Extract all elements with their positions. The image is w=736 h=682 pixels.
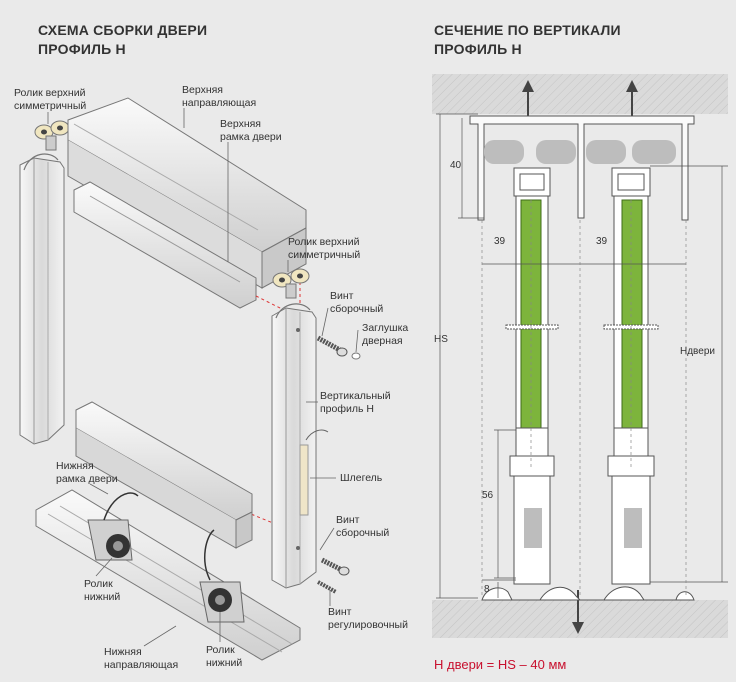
label-line: Вертикальный [320,390,391,402]
label-line: направляющая [182,97,257,109]
label-top-roller-right: Ролик верхний симметричный [288,236,360,262]
label-bottom-roller-right: Ролик нижний [206,644,242,670]
label-line: Винт [328,606,352,618]
label-line: Ролик верхний [288,236,360,248]
dashed-axis-lines [481,200,687,598]
dimension-lines [436,113,728,599]
label-screw-assembly-top: Винт сборочный [330,290,383,316]
label-top-frame: Верхняя рамка двери [220,118,282,144]
left-title-line1: СХЕМА СБОРКИ ДВЕРИ [38,22,208,38]
leader-lines [47,108,359,647]
label-line: Ролик [206,644,235,656]
label-line: рамка двери [56,473,118,485]
label-line: дверная [362,335,403,347]
label-line: Верхняя [220,118,261,130]
right-vertical-profile [271,303,317,589]
top-guide-rail [67,97,307,289]
label-line: симметричный [288,249,361,261]
label-line: нижний [206,657,243,669]
bottom-roller-left [87,492,139,561]
label-line: направляющая [104,659,179,671]
label-line: симметричный [14,100,87,112]
label-line: Винт [336,514,360,526]
label-top-roller-left: Ролик верхний симметричный [14,87,86,113]
label-bottom-frame: Нижняя рамка двери [56,460,118,486]
label-line: Верхняя [182,84,223,96]
right-title-line2: ПРОФИЛЬ Н [434,41,522,57]
label-line: Нижняя [56,460,94,472]
label-line: Винт [330,290,354,302]
door-section-left [505,167,559,585]
schlegel-strip [305,429,329,441]
label-line: Заглушка [362,322,409,334]
dim-8: 8 [484,584,490,595]
label-line: сборочный [336,527,390,539]
label-vertical-profile: Вертикальный профиль Н [320,390,391,416]
dim-39-left: 39 [494,236,506,247]
top-rollers-section [484,140,676,164]
dim-39-right: 39 [596,236,608,247]
bottom-guide-profile [481,586,695,601]
screws [316,335,361,594]
dim-40: 40 [450,160,462,171]
label-door-plug: Заглушка дверная [362,322,408,348]
label-line: Ролик [84,578,113,590]
door-height-formula: Н двери = HS – 40 мм [434,657,567,672]
dim-hs: HS [434,334,448,345]
label-screw-assembly-bottom: Винт сборочный [336,514,389,540]
glass-right [621,199,643,465]
mount-screws [522,80,638,634]
dim-56: 56 [482,490,494,501]
label-line: нижний [84,591,121,603]
label-bottom-roller-left: Ролик нижний [84,578,120,604]
label-line: Нижняя [104,646,142,658]
left-title-line2: ПРОФИЛЬ Н [38,41,126,57]
top-guide-profile [469,115,695,221]
dim-h-door: Hдвери [680,346,715,357]
left-vertical-profile [19,153,65,445]
label-top-guide: Верхняя направляющая [182,84,256,110]
label-adjust-screw: Винт регулировочный [328,606,408,632]
label-line: профиль Н [320,403,374,415]
right-title-line1: СЕЧЕНИЕ ПО ВЕРТИКАЛИ [434,22,621,38]
vertical-section [432,74,728,638]
label-line: Ролик верхний [14,87,86,99]
label-bottom-guide: Нижняя направляющая [104,646,178,672]
exploded-assembly [19,97,361,661]
label-line: рамка двери [220,131,282,143]
label-line: сборочный [330,303,384,315]
label-line: регулировочный [328,619,408,631]
top-frame [73,181,257,309]
top-roller-left [34,120,70,151]
bottom-frame [75,401,253,549]
bottom-roller-right [199,529,245,623]
bottom-guide-rail [35,489,301,661]
label-schlegel: Шлегель [340,472,383,484]
top-roller-right [272,268,310,299]
